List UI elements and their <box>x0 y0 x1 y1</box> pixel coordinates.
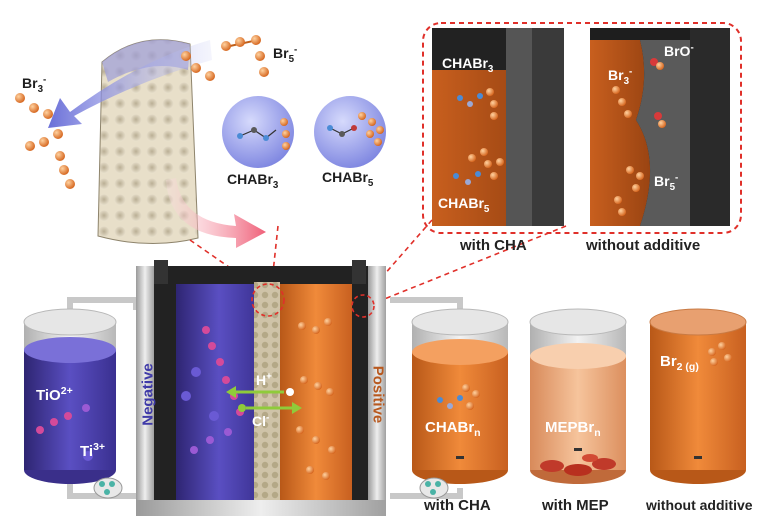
label-tio2: TiO2+ <box>36 385 73 404</box>
inset-br5-molecule <box>614 166 644 216</box>
caption-tank-without-additive: without additive <box>646 497 753 513</box>
caption-tank-with-cha: with CHA <box>424 497 491 514</box>
label-negative: Negative <box>139 363 157 426</box>
label-mepbrn: MEPBrn <box>545 419 601 439</box>
h-ion-dot <box>286 388 294 396</box>
label-chabr5-sphere: CHABr5 <box>322 169 374 189</box>
label-br5-top: Br5- <box>273 44 298 65</box>
zoom-circle-membrane <box>251 283 285 317</box>
inset-bro-molecule <box>650 58 664 70</box>
cl-ion-dot <box>238 404 246 412</box>
tank-with-cha <box>411 308 509 484</box>
pump-right <box>419 477 449 499</box>
negative-tank <box>23 308 117 484</box>
caption-tank-with-mep: with MEP <box>542 497 609 514</box>
pink-curved-arrow <box>166 178 266 248</box>
br3-cluster-left <box>15 93 75 189</box>
label-ti3: Ti3+ <box>80 441 106 460</box>
label-br3-top: Br3- <box>22 74 47 95</box>
label-inset-br3: Br3- <box>608 66 633 87</box>
label-positive: Positive <box>369 365 387 424</box>
label-chabrn: CHABrn <box>425 419 481 439</box>
inset-br3-molecule <box>612 86 666 128</box>
label-br2g: Br2 (g) <box>660 353 699 373</box>
label-inset-bro: BrO- <box>664 42 694 59</box>
label-h-plus: H+ <box>256 371 272 388</box>
chabr3-sphere <box>222 96 294 168</box>
positive-bromine <box>296 318 336 480</box>
caption-inset-with-cha: with CHA <box>460 237 527 254</box>
label-chabr3-sphere: CHABr3 <box>227 171 279 191</box>
inset-chabr5-molecule <box>453 148 504 185</box>
label-inset-chabr3: CHABr3 <box>442 55 494 75</box>
zoom-circle-electrode <box>351 294 375 318</box>
br5-cluster-top <box>181 35 269 81</box>
br3-release-arrow <box>48 40 212 128</box>
tank-without-additive <box>649 308 747 484</box>
pump-left <box>93 477 123 499</box>
inset-chabr3-molecule <box>457 88 498 120</box>
label-cl-minus: Cl- <box>252 412 270 429</box>
inset-panel <box>422 22 742 234</box>
label-inset-br5: Br5- <box>654 172 679 193</box>
caption-inset-without-additive: without additive <box>586 237 701 254</box>
ion-exchange-arrows <box>226 386 302 414</box>
tank-with-mep <box>529 308 627 484</box>
label-inset-chabr5: CHABr5 <box>438 195 490 215</box>
chabr5-sphere <box>314 96 386 168</box>
